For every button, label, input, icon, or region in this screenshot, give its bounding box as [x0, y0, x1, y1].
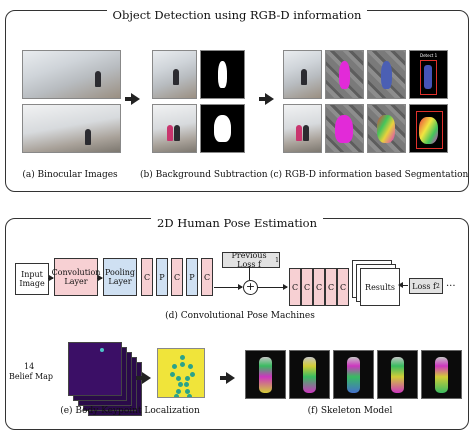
previous-loss-label: Previous Loss f [231, 251, 267, 269]
keypoint-dot-12 [174, 394, 179, 397]
stage2-block-4: C [337, 268, 349, 306]
arrow-sum-to-stage2 [257, 284, 288, 290]
arrow-conv-to-pool [97, 275, 103, 281]
skeleton-figure-2 [347, 357, 360, 393]
pose-estimation-title-wrap: 2D Human Pose Estimation [5, 212, 469, 231]
keypoint-dot-0 [180, 355, 185, 360]
skeleton-frame-4 [421, 350, 462, 399]
skeleton-frame-0 [245, 350, 286, 399]
skeleton-figure-3 [391, 357, 404, 393]
keypoint-dot-3 [188, 364, 193, 369]
skeleton-frame-3 [377, 350, 418, 399]
sum-node: + [243, 280, 258, 295]
arrow-loss-to-results-head [398, 282, 403, 288]
caption-keypoint-localization: (e) Body Keypoint Localization [60, 406, 200, 416]
keypoint-dot-5 [190, 372, 195, 377]
seg-detect-top: Detect 1 [409, 50, 448, 99]
stage1-block-1: P [156, 258, 168, 296]
belief-hotspot [100, 348, 104, 352]
stage2-block-1: C [301, 268, 313, 306]
skeleton-frame-1 [289, 350, 330, 399]
caption-skeleton-model: (f) Skeleton Model [307, 406, 393, 416]
bg-sub-rgb-top [152, 50, 197, 99]
loss-subscript: 2 [436, 282, 440, 290]
skeleton-figure-1 [303, 357, 316, 393]
seg-detect-bottom [409, 104, 448, 153]
keypoint-dot-2 [172, 364, 177, 369]
loss-label: Loss f [412, 281, 436, 291]
input-image-box: Input Image [15, 263, 49, 295]
sum-node-label: + [245, 280, 256, 293]
pose-estimation-title: 2D Human Pose Estimation [151, 216, 323, 230]
ellipsis: ... [446, 278, 456, 289]
caption-background-subtraction: (b) Background Subtraction [140, 170, 268, 180]
arrow-a-to-b [125, 93, 140, 105]
results-box: Results [360, 268, 400, 306]
keypoint-dot-13 [187, 394, 192, 397]
keypoint-dot-11 [185, 389, 190, 394]
keypoint-dot-8 [178, 382, 183, 387]
seg-rgb-bottom [283, 104, 322, 153]
binocular-image-top [22, 50, 121, 99]
caption-binocular-images: (a) Binocular Images [22, 170, 118, 180]
belief-count: 14 [24, 362, 35, 371]
stage1-block-0: C [141, 258, 153, 296]
prev-loss-connector [249, 266, 250, 280]
belief-map-label: Belief Map [9, 372, 54, 381]
seg-color-bottom [367, 104, 406, 153]
seg-magenta-bottom [325, 104, 364, 153]
stage2-block-0: C [289, 268, 301, 306]
arrow-loss-to-results [400, 285, 408, 286]
keypoint-dot-4 [170, 372, 175, 377]
arrow-b-to-c [259, 93, 274, 105]
stage1-block-2: C [171, 258, 183, 296]
detect-label: Detect 1 [420, 53, 438, 58]
object-detection-title: Object Detection using RGB-D information [106, 8, 368, 22]
keypoint-map [157, 348, 205, 398]
seg-magenta-top [325, 50, 364, 99]
keypoint-dot-1 [180, 362, 185, 367]
convolution-layer-box: Convolution Layer [52, 258, 100, 296]
skeleton-figure-0 [259, 357, 272, 393]
keypoint-dot-10 [176, 389, 181, 394]
stage2-block-2: C [313, 268, 325, 306]
arrow-input-to-conv [48, 275, 54, 281]
bg-sub-mask-top [200, 50, 245, 99]
keypoint-dot-9 [184, 382, 189, 387]
caption-rgbd-segmentation: (c) RGB-D information based Segmentation [270, 170, 469, 180]
arrow-keypoints-to-skeleton [220, 372, 235, 384]
skeleton-figure-4 [435, 357, 448, 393]
bg-sub-mask-bottom [200, 104, 245, 153]
pooling-layer-box: Pooling Layer [103, 258, 137, 296]
previous-loss-subscript: 1 [275, 256, 279, 264]
binocular-image-bottom [22, 104, 121, 153]
stage1-block-3: P [186, 258, 198, 296]
bg-sub-rgb-bottom [152, 104, 197, 153]
object-detection-panel [5, 10, 469, 192]
keypoint-dot-6 [176, 376, 181, 381]
stage2-block-3: C [325, 268, 337, 306]
arrow-stage1-to-sum [214, 284, 243, 290]
seg-blue-top [367, 50, 406, 99]
skeleton-frame-2 [333, 350, 374, 399]
stage1-block-4: C [201, 258, 213, 296]
arrow-belief-to-keypoints [136, 372, 151, 384]
seg-rgb-top [283, 50, 322, 99]
caption-cpm: (d) Convolutional Pose Machines [165, 311, 315, 321]
previous-loss-box: Previous Loss f 1 [222, 251, 280, 269]
belief-map-layer-0 [68, 342, 122, 396]
object-detection-title-wrap: Object Detection using RGB-D information [5, 4, 469, 23]
keypoint-dot-7 [185, 376, 190, 381]
